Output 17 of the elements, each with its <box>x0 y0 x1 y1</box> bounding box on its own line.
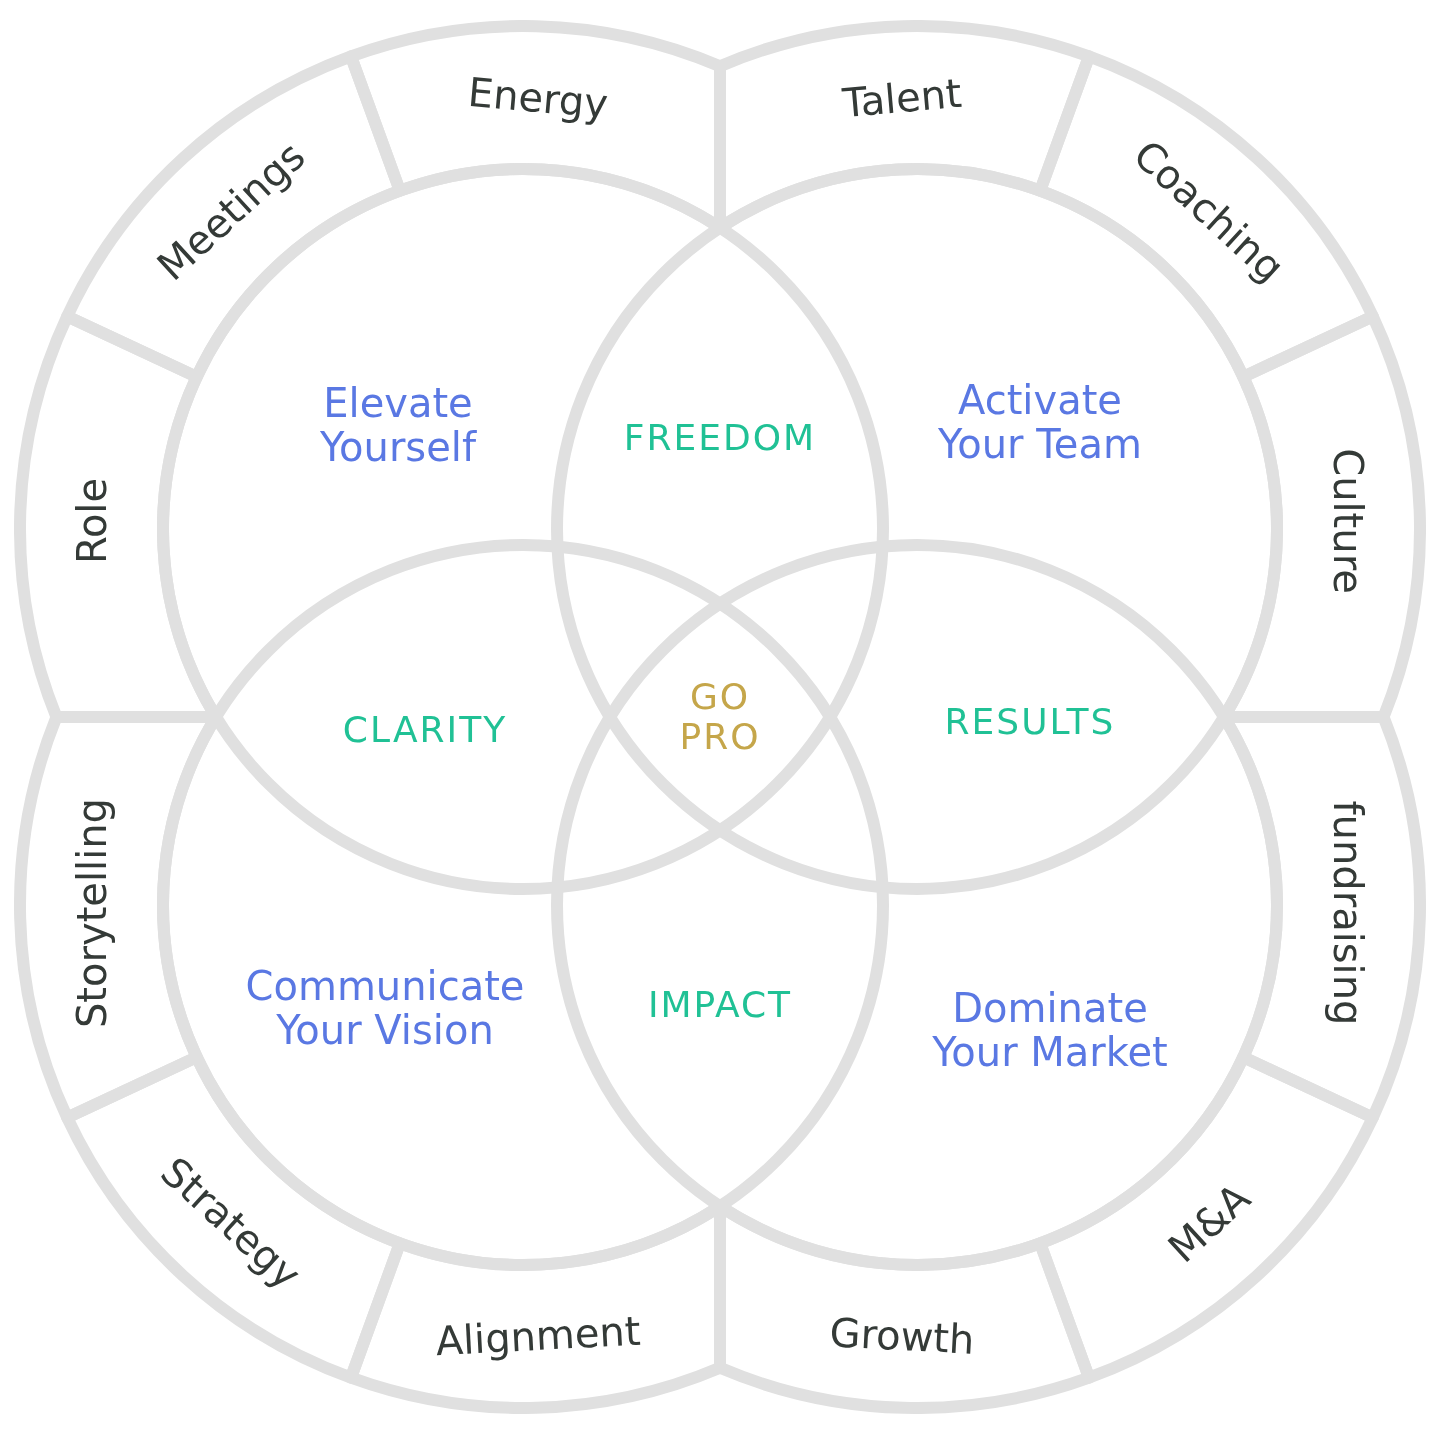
topic-label: Talent <box>840 70 964 125</box>
quadrant-title: Elevate Yourself <box>318 381 478 469</box>
center-label: GO PRO <box>679 677 761 757</box>
topic-label: Culture <box>1326 448 1371 595</box>
overlap-label: FREEDOM <box>623 418 817 458</box>
overlap-label: IMPACT <box>647 985 793 1025</box>
quadrant-title: Dominate Your Market <box>931 986 1169 1074</box>
topic-label: fundraising <box>1326 800 1371 1025</box>
topic-label: Energy <box>466 69 610 126</box>
quadrant-title: Activate Your Team <box>937 378 1143 466</box>
topic-label: Alignment <box>434 1308 642 1364</box>
topic-label: Growth <box>828 1310 976 1362</box>
overlap-label: RESULTS <box>944 702 1116 742</box>
quadrant-title: Communicate Your Vision <box>244 964 526 1052</box>
topic-label: Storytelling <box>69 797 114 1028</box>
overlap-label: CLARITY <box>342 710 508 750</box>
topic-label: Role <box>69 478 114 565</box>
